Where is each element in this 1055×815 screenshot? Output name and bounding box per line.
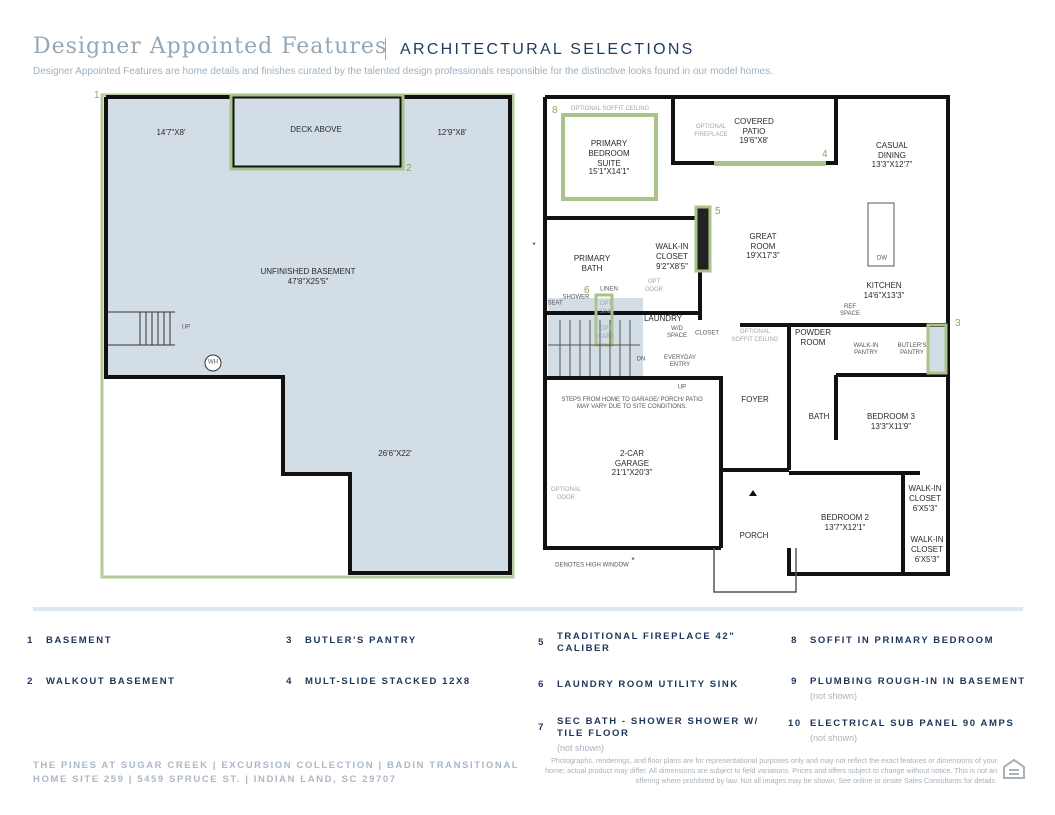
marker-4: 4 — [822, 149, 828, 160]
walkin-closet-label: WALK-IN CLOSET — [655, 242, 689, 261]
great-room-label: GREAT ROOM — [749, 232, 777, 251]
walkin-closet-bed3-label: WALK-IN CLOSET 6'X5'3" — [908, 484, 942, 513]
bedroom-3-dim: 13'3"X11'9" — [870, 422, 912, 431]
linen-label: LINEN — [600, 286, 618, 293]
lower-area-dim: 26'6"X22' — [378, 449, 412, 458]
room-dim-right: 12'9"X8' — [437, 128, 467, 137]
garage-dim: 21'1"X20'3" — [611, 468, 653, 477]
main-floor-plan — [543, 95, 950, 593]
page-title: Designer Appointed Features — [33, 34, 388, 59]
stairs-up-main-label: UP — [677, 384, 687, 391]
stairs-down-label: DN — [636, 356, 646, 363]
powder-room-label: POWDER ROOM — [795, 328, 831, 347]
porch-label: PORCH — [739, 531, 769, 540]
covered-patio-label: COVERED PATIO — [734, 117, 774, 136]
section-divider — [33, 607, 1023, 611]
disclaimer: Photographs, renderings, and floor plans… — [545, 756, 997, 785]
stairs-up-label: UP — [181, 324, 191, 331]
unfinished-basement-label: UNFINISHED BASEMENT — [260, 267, 356, 276]
marker-3: 3 — [955, 318, 961, 329]
casual-dining-label: CASUAL DINING — [875, 141, 909, 160]
bath-label: BATH — [808, 412, 830, 421]
marker-2: 2 — [406, 163, 412, 174]
walkin-pantry-label: WALK-IN PANTRY — [853, 343, 879, 356]
opt-door-label: OPT DOOR — [645, 279, 663, 293]
foyer-label: FOYER — [741, 395, 769, 404]
primary-suite-label: PRIMARY BEDROOM SUITE — [588, 139, 630, 168]
opt-sink-label: OPT SINK — [598, 301, 614, 315]
bedroom-2-dim: 13'7"X12'1" — [824, 523, 866, 532]
page-description: Designer Appointed Features are home det… — [33, 66, 773, 77]
steps-note: STEPS FROM HOME TO GARAGE/ PORCH/ PATIO … — [561, 397, 703, 410]
asterisk: * — [631, 556, 635, 565]
walkin-closet-dim: 9'2"X8'5" — [656, 262, 688, 271]
water-heater-label: WH — [208, 359, 218, 366]
bedroom-2-label: BEDROOM 2 — [820, 513, 870, 522]
high-window-note: DENOTES HIGH WINDOW — [555, 562, 629, 569]
kitchen-dim: 14'6"X13'3" — [863, 291, 905, 300]
optional-garage-door-label: OPTIONAL DOOR — [550, 487, 582, 501]
walkin-closet-bed2-label: WALK-IN CLOSET 6'X5'3" — [910, 535, 944, 564]
great-room-dim: 19'X17'3" — [746, 251, 780, 260]
soffit-mid-label: OPTIONAL SOFFIT CEILING — [731, 329, 779, 343]
community-info: THE PINES AT SUGAR CREEK | EXCURSION COL… — [33, 760, 520, 771]
page-subtitle: ARCHITECTURAL SELECTIONS — [400, 41, 695, 58]
ref-space-label: REF SPACE — [840, 304, 860, 317]
dishwasher-label: DW — [877, 255, 887, 262]
bedroom-3-label: BEDROOM 3 — [866, 412, 916, 421]
marker-6: 6 — [584, 285, 590, 296]
marker-1: 1 — [94, 90, 100, 101]
marker-8: 8 — [552, 105, 558, 116]
primary-bath-label: PRIMARY BATH — [573, 254, 611, 273]
deck-above-label: DECK ABOVE — [290, 125, 342, 134]
soffit-label: OPTIONAL SOFFIT CEILING — [570, 106, 650, 112]
high-window-asterisk: * — [532, 241, 536, 250]
shower-label: SHOWER — [562, 294, 590, 301]
seat-label: SEAT — [547, 300, 563, 307]
room-dim-left: 14'7"X8' — [156, 128, 186, 137]
opt-cabs-label: OPT CABS — [597, 326, 615, 340]
butlers-pantry-label: BUTLER'S PANTRY — [897, 343, 927, 356]
basement-plan — [100, 93, 515, 579]
closet-label: CLOSET — [694, 330, 720, 337]
equal-housing-icon — [1003, 758, 1025, 779]
home-site-info: HOME SITE 259 | 5459 SPRUCE ST. | INDIAN… — [33, 774, 397, 785]
laundry-label: LAUNDRY — [643, 314, 683, 323]
unfinished-basement-dim: 47'8"X25'5" — [287, 277, 329, 286]
kitchen-label: KITCHEN — [866, 281, 902, 290]
title-divider — [385, 38, 386, 60]
everyday-entry-label: EVERYDAY ENTRY — [663, 355, 697, 368]
floor-plan-drawings — [100, 93, 950, 593]
primary-suite-dim: 15'1"X14'1" — [588, 167, 630, 176]
covered-patio-dim: 19'6"X8' — [739, 136, 769, 145]
wd-space-label: W/D SPACE — [667, 326, 687, 339]
marker-5: 5 — [715, 206, 721, 217]
garage-label: 2-CAR GARAGE — [614, 449, 650, 468]
casual-dining-dim: 13'3"X12'7" — [871, 160, 913, 169]
optional-fireplace-label: OPTIONAL FIREPLACE — [694, 124, 728, 138]
